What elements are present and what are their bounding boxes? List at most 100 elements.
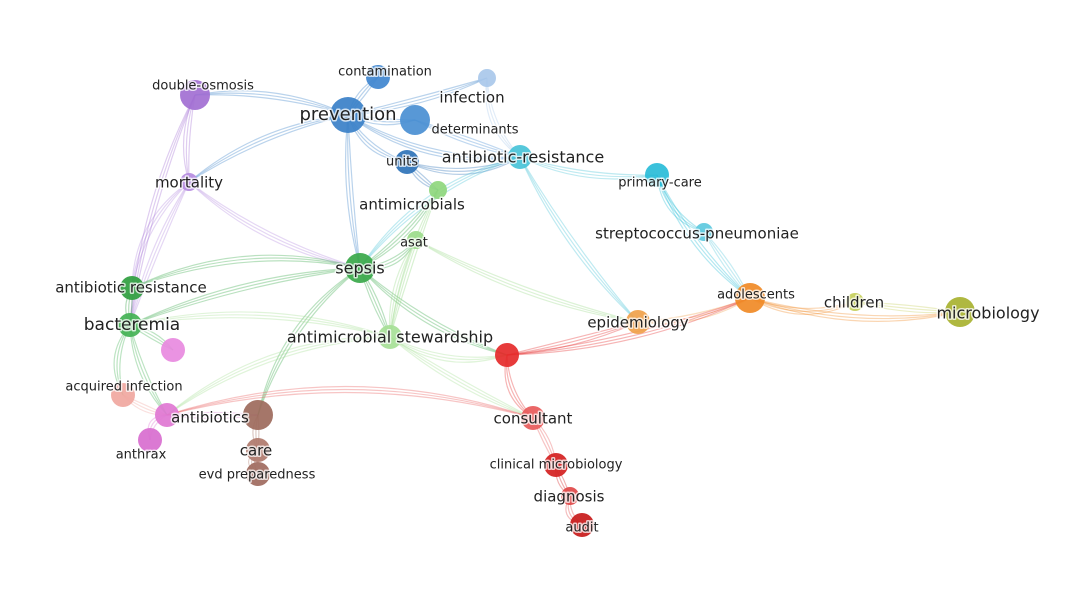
link-antimicrobial-stewardship-red-hub bbox=[389, 336, 508, 363]
link-sepsis-bacteremia bbox=[129, 267, 361, 326]
link-sepsis-antibiotic-resistance-1 bbox=[131, 260, 361, 289]
node-epidemiology[interactable] bbox=[626, 310, 650, 334]
node-determinants[interactable] bbox=[400, 105, 430, 135]
link-mortality-antibiotic-resistance-1 bbox=[131, 181, 190, 289]
link-antimicrobial-stewardship-consultant bbox=[389, 336, 534, 419]
link-antimicrobials-antimicrobial-stewardship bbox=[389, 189, 439, 338]
node-units[interactable] bbox=[395, 150, 419, 174]
label-primary-care: primary-care bbox=[618, 176, 702, 191]
label-contamination: contamination bbox=[338, 65, 432, 80]
label-bacteremia: bacteremia bbox=[84, 315, 180, 335]
label-antibiotics: antibiotics bbox=[171, 409, 249, 427]
label-evd-preparedness: evd preparedness bbox=[199, 468, 316, 483]
label-asat: asat bbox=[400, 236, 428, 251]
node-antibiotic-resistance-1[interactable] bbox=[120, 276, 144, 300]
label-clinical-microbiology: clinical microbiology bbox=[490, 458, 623, 473]
labels-layer: contaminationpreventioninfectiondetermin… bbox=[54, 63, 1041, 537]
link-antibiotic-resistance-2-primary-care bbox=[519, 156, 658, 176]
link-mortality-sepsis bbox=[188, 181, 361, 269]
node-audit[interactable] bbox=[570, 513, 594, 537]
node-sepsis[interactable] bbox=[345, 253, 375, 283]
link-sepsis-antibiotic-resistance-1 bbox=[131, 257, 361, 289]
link-antibiotic-resistance-2-epidemiology bbox=[519, 156, 639, 323]
label-units: units bbox=[386, 155, 418, 170]
label-adolescents: adolescents bbox=[717, 288, 795, 303]
label-audit: audit bbox=[565, 521, 598, 536]
link-antimicrobial-stewardship-bacteremia bbox=[129, 317, 391, 338]
label-determinants: determinants bbox=[431, 123, 518, 138]
link-antibiotic-resistance-2-sepsis bbox=[359, 156, 521, 269]
label-acquired-infection: acquired infection bbox=[65, 380, 182, 395]
link-antimicrobials-antimicrobial-stewardship bbox=[389, 189, 439, 338]
node-asat[interactable] bbox=[407, 231, 425, 249]
label-mortality: mortality bbox=[155, 174, 223, 192]
node-red-hub[interactable] bbox=[495, 343, 519, 367]
link-antimicrobial-stewardship-consultant bbox=[389, 336, 534, 419]
node-evd-preparedness[interactable] bbox=[246, 462, 270, 486]
node-antimicrobials[interactable] bbox=[429, 181, 447, 199]
link-prevention-antibiotic-resistance-2 bbox=[347, 114, 521, 160]
node-microbiology[interactable] bbox=[945, 297, 975, 327]
label-antibiotic-resistance-1: antibiotic resistance bbox=[55, 279, 207, 297]
node-pink-node[interactable] bbox=[161, 338, 185, 362]
node-double-osmosis[interactable] bbox=[180, 80, 210, 110]
link-units-antibiotic-resistance-2 bbox=[406, 156, 521, 173]
link-consultant-antibiotics bbox=[166, 388, 534, 419]
node-acquired-infection[interactable] bbox=[111, 383, 135, 407]
link-prevention-mortality bbox=[188, 114, 349, 183]
link-mortality-bacteremia bbox=[129, 181, 190, 326]
node-prevention[interactable] bbox=[330, 97, 366, 133]
node-consultant[interactable] bbox=[521, 406, 545, 430]
link-red-hub-epidemiology bbox=[506, 321, 639, 356]
link-mortality-sepsis bbox=[188, 181, 361, 269]
link-sepsis-care-hub bbox=[257, 267, 361, 416]
link-primary-care-adolescents bbox=[656, 174, 751, 299]
node-diagnosis[interactable] bbox=[561, 487, 579, 505]
node-care-hub[interactable] bbox=[243, 400, 273, 430]
link-adolescents-microbiology bbox=[749, 297, 961, 320]
node-antibiotic-resistance-2[interactable] bbox=[508, 145, 532, 169]
node-adolescents[interactable] bbox=[735, 283, 765, 313]
link-prevention-mortality bbox=[188, 114, 349, 183]
link-primary-care-adolescents bbox=[656, 174, 751, 299]
link-mortality-antibiotic-resistance-1 bbox=[131, 181, 190, 289]
nodes-layer bbox=[111, 65, 975, 537]
link-prevention-antibiotic-resistance-2 bbox=[347, 114, 521, 158]
link-antimicrobial-stewardship-antibiotics bbox=[166, 336, 391, 416]
node-contamination[interactable] bbox=[366, 65, 390, 89]
label-infection: infection bbox=[439, 89, 504, 107]
node-infection[interactable] bbox=[478, 69, 496, 87]
node-anthrax[interactable] bbox=[138, 428, 162, 452]
node-mortality[interactable] bbox=[180, 173, 198, 191]
node-children[interactable] bbox=[846, 293, 864, 311]
node-care[interactable] bbox=[246, 438, 270, 462]
link-red-hub-epidemiology bbox=[506, 321, 639, 356]
link-antibiotic-resistance-2-primary-care bbox=[519, 156, 658, 180]
node-streptococcus-pneumoniae[interactable] bbox=[695, 223, 713, 241]
link-antibiotic-resistance-2-sepsis bbox=[359, 156, 521, 269]
link-adolescents-microbiology bbox=[749, 297, 961, 317]
node-antibiotics[interactable] bbox=[155, 403, 179, 427]
link-prevention-antibiotic-resistance-2 bbox=[347, 114, 521, 161]
label-diagnosis: diagnosis bbox=[534, 488, 605, 506]
link-sepsis-bacteremia bbox=[129, 267, 361, 326]
link-antimicrobial-stewardship-red-hub bbox=[389, 336, 508, 361]
label-care: care bbox=[240, 442, 273, 460]
label-sepsis: sepsis bbox=[335, 259, 384, 278]
label-streptococcus-pneumoniae: streptococcus-pneumoniae bbox=[595, 225, 799, 243]
link-antibiotic-resistance-2-primary-care bbox=[519, 156, 658, 178]
link-sepsis-red-hub bbox=[359, 267, 508, 356]
link-sepsis-red-hub bbox=[359, 267, 508, 356]
link-mortality-bacteremia bbox=[129, 181, 190, 326]
node-bacteremia[interactable] bbox=[118, 313, 142, 337]
node-clinical-microbiology[interactable] bbox=[544, 453, 568, 477]
node-primary-care[interactable] bbox=[645, 163, 669, 187]
link-antibiotic-resistance-2-epidemiology bbox=[519, 156, 639, 323]
label-consultant: consultant bbox=[494, 410, 573, 428]
node-antimicrobial-stewardship[interactable] bbox=[378, 325, 402, 349]
link-mortality-sepsis bbox=[188, 181, 361, 269]
link-mortality-antibiotic-resistance-1 bbox=[131, 181, 190, 289]
link-antibiotic-resistance-2-sepsis bbox=[359, 156, 521, 269]
link-red-hub-adolescents bbox=[506, 297, 751, 356]
